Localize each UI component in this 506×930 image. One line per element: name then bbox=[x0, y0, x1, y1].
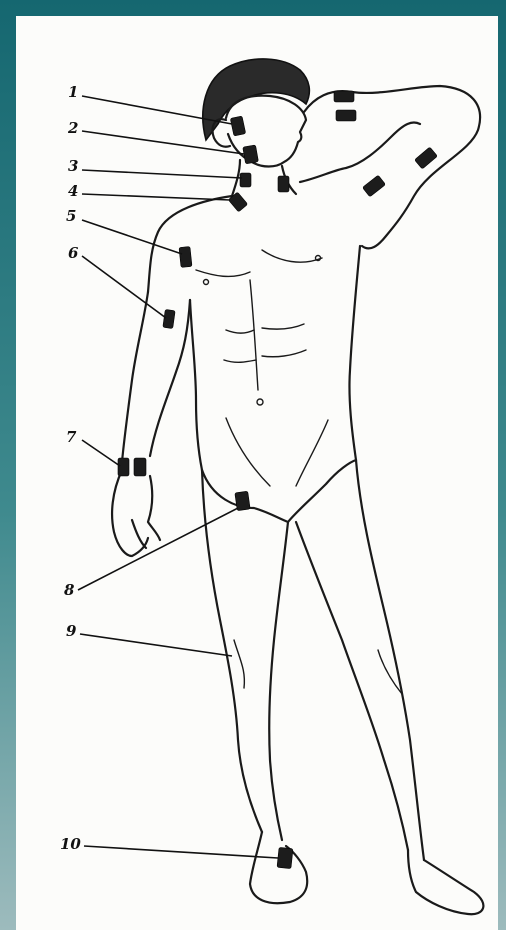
label-3: 3 bbox=[68, 157, 78, 175]
knee-left-detail bbox=[234, 640, 244, 688]
label-6: 6 bbox=[68, 244, 79, 262]
label-1: 1 bbox=[68, 83, 78, 101]
abs-left bbox=[224, 330, 256, 362]
left-leg-outer bbox=[202, 470, 262, 832]
leader-2 bbox=[82, 131, 244, 154]
label-2: 2 bbox=[67, 119, 78, 137]
left-torso bbox=[190, 300, 202, 470]
electrode-upper-arm bbox=[163, 309, 175, 328]
electrode-chin bbox=[243, 145, 259, 164]
leader-10 bbox=[84, 846, 278, 858]
leader-5 bbox=[82, 220, 182, 254]
electrode-raised-wrist-b bbox=[336, 110, 356, 121]
groin-right bbox=[296, 420, 328, 486]
callout-labels: 1 2 3 4 5 6 7 8 9 10 bbox=[60, 83, 81, 853]
hair bbox=[203, 59, 310, 140]
electrodes bbox=[118, 91, 438, 869]
electrode-raised-arm-a bbox=[362, 175, 385, 197]
human-figure bbox=[112, 59, 483, 914]
electrode-neck-left bbox=[240, 173, 251, 187]
leader-lines bbox=[78, 96, 278, 858]
abs-right bbox=[262, 324, 306, 357]
electrode-raised-arm-b bbox=[414, 147, 437, 169]
leader-9 bbox=[80, 634, 232, 656]
electrode-chest bbox=[179, 246, 192, 267]
navel bbox=[257, 399, 263, 405]
leader-8 bbox=[78, 508, 238, 590]
electrode-raised-wrist-a bbox=[334, 91, 354, 102]
right-foot bbox=[408, 850, 483, 914]
electrode-neck-right bbox=[278, 176, 289, 192]
right-leg-outer bbox=[356, 460, 424, 860]
electrode-wrist-b bbox=[134, 458, 146, 476]
electrode-ankle bbox=[277, 847, 293, 868]
chest-line-right bbox=[262, 250, 322, 262]
left-arm-outer bbox=[122, 292, 148, 462]
right-leg-inner bbox=[296, 522, 408, 850]
electrode-cheek bbox=[230, 116, 245, 136]
raised-arm-inner bbox=[300, 123, 420, 183]
label-7: 7 bbox=[66, 428, 77, 446]
groin-left bbox=[226, 418, 270, 486]
nipple-left bbox=[204, 280, 209, 285]
left-shoulder bbox=[148, 196, 232, 292]
leader-7 bbox=[82, 440, 120, 466]
label-4: 4 bbox=[68, 182, 78, 200]
leader-4 bbox=[82, 194, 230, 200]
chest-line-left bbox=[196, 270, 250, 276]
label-10: 10 bbox=[60, 835, 81, 853]
electrode-wrist-a bbox=[118, 458, 129, 476]
leader-3 bbox=[82, 170, 242, 178]
label-9: 9 bbox=[66, 622, 77, 640]
label-8: 8 bbox=[64, 581, 75, 599]
abs-center bbox=[250, 280, 258, 390]
leader-6 bbox=[82, 256, 166, 318]
raised-arm-upper bbox=[304, 86, 480, 248]
label-5: 5 bbox=[66, 207, 76, 225]
left-hand bbox=[112, 470, 160, 556]
left-leg-inner bbox=[269, 522, 288, 840]
right-torso bbox=[349, 246, 360, 460]
pelvis bbox=[202, 460, 356, 522]
